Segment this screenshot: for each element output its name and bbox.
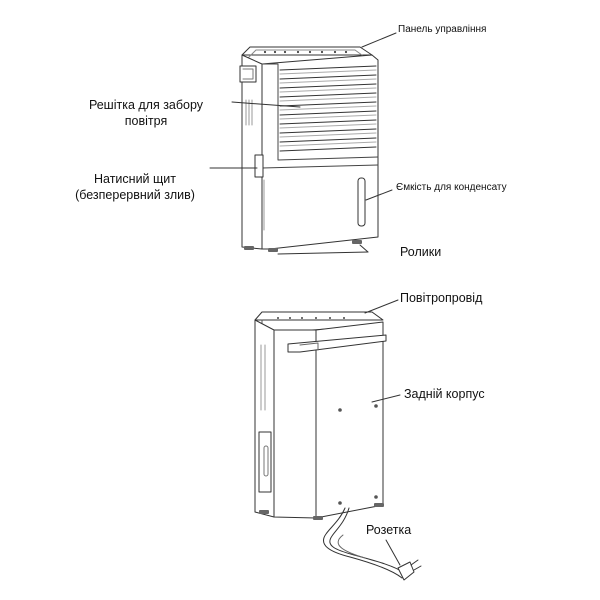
label-air-intake-grille-line2: повітря <box>124 113 168 128</box>
drain-shield <box>254 154 264 178</box>
label-rear-housing: Задній корпус <box>404 387 485 401</box>
label-air-duct: Повітропровід <box>400 291 483 305</box>
leader-control-panel <box>361 32 397 48</box>
front-handle <box>239 65 257 83</box>
leader-air-duct <box>364 299 399 314</box>
leader-casters-a <box>277 251 369 255</box>
front-view-unit <box>239 46 379 252</box>
rear-housing-screws <box>338 404 378 505</box>
leader-condensate-tank <box>365 189 393 201</box>
leader-intake-grille <box>231 101 301 108</box>
air-duct <box>287 334 387 353</box>
leader-casters-b <box>359 244 369 253</box>
rear-casters <box>259 503 384 520</box>
label-casters: Ролики <box>400 245 442 259</box>
rear-view-unit <box>254 311 422 581</box>
label-air-intake-grille: Решітка для забору повітря <box>56 98 236 129</box>
front-casters <box>244 240 362 252</box>
label-power-plug: Розетка <box>366 523 412 537</box>
leader-power-plug <box>385 539 401 566</box>
label-drain-shield: Натисний щит (безперервний злив) <box>60 172 210 203</box>
label-drain-shield-line1: Натисний щит <box>94 172 176 186</box>
condensate-tank-window <box>357 177 366 227</box>
front-leader-lines <box>209 32 397 255</box>
air-intake-grille <box>279 65 377 152</box>
power-plug-icon <box>397 559 422 581</box>
power-cord <box>323 507 405 579</box>
control-panel <box>263 50 348 54</box>
label-drain-shield-line2: (безперервний злив) <box>75 187 195 202</box>
rear-leader-lines <box>364 299 401 566</box>
label-air-intake-grille-line1: Решітка для забору <box>88 98 204 112</box>
label-control-panel: Панель управління <box>398 24 487 35</box>
label-condensate-tank: Ємкість для конденсату <box>396 182 507 193</box>
leader-rear-housing <box>371 394 401 403</box>
